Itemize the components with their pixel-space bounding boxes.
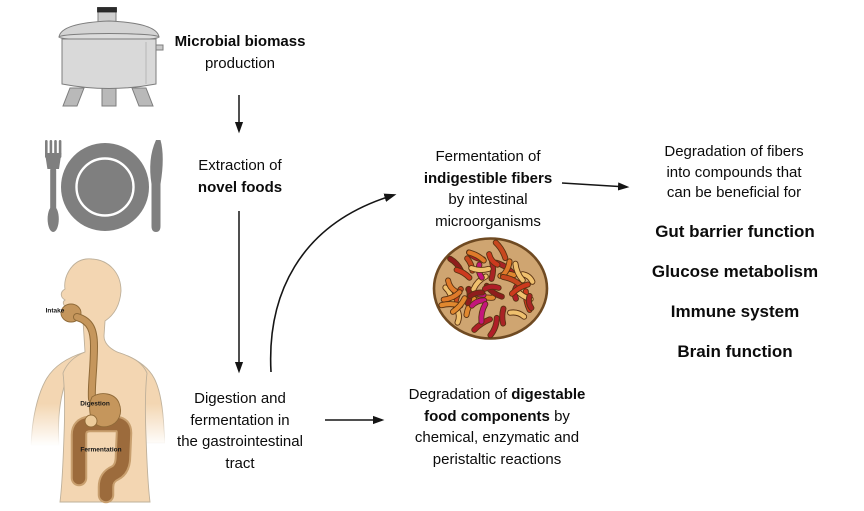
bacterium: [454, 267, 472, 280]
label-line: Digestion and: [194, 390, 286, 407]
label-line: Extraction of: [198, 157, 282, 174]
bacterium: [450, 296, 467, 314]
label-line: peristaltic reactions: [432, 450, 562, 468]
label-line: tract: [225, 454, 255, 472]
label-segment: digestable: [511, 386, 586, 403]
fork-icon: [45, 140, 62, 232]
label-line: chemical, enzymatic and: [414, 429, 580, 446]
bacteria-rods: [438, 239, 536, 339]
benefit-immune: Immune system: [670, 302, 800, 321]
body-label-digestion: Digestion: [80, 400, 110, 408]
label-line: Degradation of digestable: [409, 384, 586, 406]
tank-cap: [97, 7, 117, 13]
label-line: Degradation of fibers: [664, 143, 804, 160]
bacterium: [488, 315, 499, 338]
bacterium: [482, 284, 501, 291]
label-benefits-intro: Degradation of fibers into compounds tha…: [664, 142, 803, 204]
label-line: indigestible fibers: [423, 169, 553, 187]
benefit-brain: Brain function: [677, 342, 793, 361]
gut-bacteria-icon: [432, 237, 549, 340]
label-segment: by: [549, 407, 570, 425]
label-fermentation-fibers: Fermentation of indigestible fibers by i…: [424, 146, 552, 232]
knife-icon: [150, 140, 163, 232]
bacterium: [513, 261, 525, 283]
duodenum-loop: [84, 414, 98, 428]
benefit-glucose: Glucose metabolism: [651, 262, 819, 281]
bacterium: [467, 250, 486, 263]
human-digestive-system-icon: [30, 258, 165, 504]
plate-inner-ring: [75, 157, 135, 217]
label-line: into compounds that: [666, 163, 802, 181]
label-line: production: [204, 54, 276, 72]
bacterium: [507, 310, 527, 319]
colon: [72, 417, 131, 502]
bacterium: [509, 282, 530, 296]
bacterium: [487, 252, 500, 267]
label-line: microorganisms: [435, 212, 541, 230]
bacterium: [441, 290, 462, 302]
plate-icon: [61, 143, 149, 231]
bacterium: [479, 301, 488, 324]
body-label-fermentation: Fermentation: [80, 446, 122, 454]
bacterium: [500, 274, 523, 287]
tank-leg: [131, 87, 154, 107]
bacterium: [500, 306, 506, 326]
arrow-fermentation-to-benefits: [561, 182, 630, 191]
label-line: the gastrointestinal: [177, 433, 303, 450]
stomach: [89, 393, 121, 428]
label-microbial-biomass: Microbial biomass production: [175, 31, 306, 74]
label-line: novel foods: [197, 178, 283, 196]
label-extraction: Extraction of novel foods: [198, 155, 282, 198]
plate-cutlery-icon: [45, 140, 163, 232]
bacterium: [469, 298, 487, 308]
label-degradation-food: Degradation of digestable food component…: [409, 384, 586, 470]
bacterium: [468, 290, 485, 299]
label-segment: food components: [424, 407, 550, 425]
label-segment: Degradation of: [408, 386, 512, 403]
bacterium: [493, 240, 508, 261]
bacterium: [446, 278, 458, 294]
arrow-gi-to-fermentation-curved: [269, 193, 397, 373]
label-gi-tract: Digestion and fermentation in the gastro…: [177, 388, 303, 474]
body-label-intake: Intake: [45, 307, 65, 315]
bacterium: [526, 293, 534, 311]
label-line: can be beneficial for: [666, 184, 802, 201]
tank-body: [61, 38, 157, 89]
tank-leg: [62, 87, 85, 107]
tank-dome: [58, 20, 160, 38]
label-line: food components by: [409, 406, 586, 428]
tank-leg: [101, 87, 117, 107]
label-line: fermentation in: [190, 411, 290, 429]
label-line: Fermentation of: [435, 148, 541, 165]
benefit-gut-barrier: Gut barrier function: [655, 222, 815, 241]
fermenter-tank-icon: [58, 7, 164, 107]
bacterium: [469, 266, 491, 273]
label-line: by intestinal: [448, 191, 528, 208]
bacterium: [520, 272, 535, 284]
esophagus: [74, 314, 98, 402]
label-line: Microbial biomass: [174, 33, 306, 50]
